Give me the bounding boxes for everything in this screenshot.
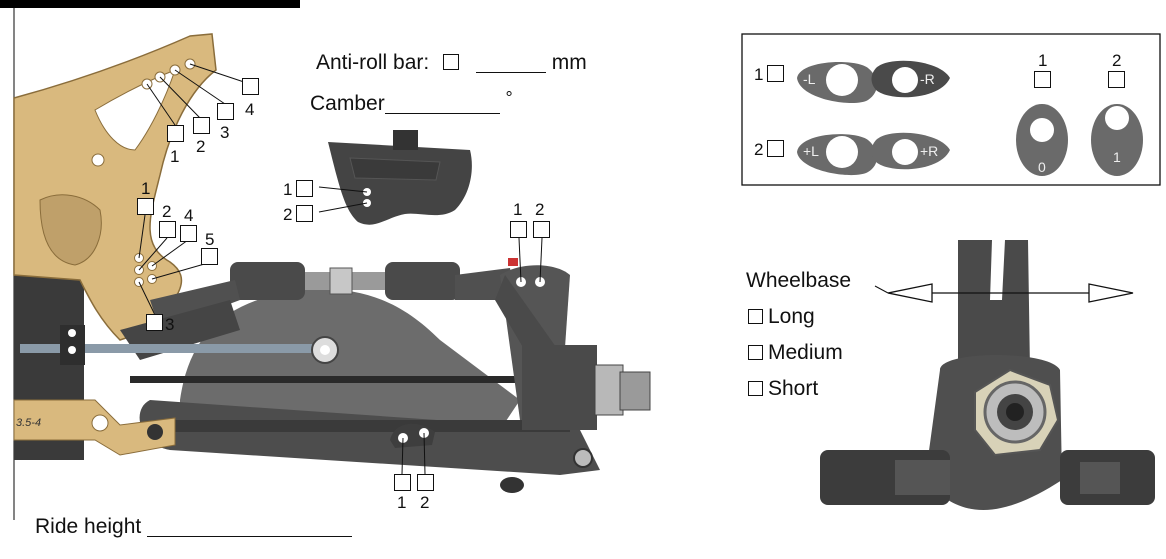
camber-input[interactable] (384, 93, 500, 114)
plate-marking: 3.5-4 (16, 417, 42, 429)
washer1-value: 0 (1038, 159, 1046, 175)
steering-rod (20, 344, 320, 353)
insert-shapes (797, 60, 1143, 176)
anti-roll-bar-checkbox[interactable] (443, 54, 460, 70)
tower-lower-checkbox-2[interactable] (159, 221, 176, 238)
wheelbase-option-long[interactable]: Long (748, 306, 815, 327)
anti-roll-bar-field: Anti-roll bar: mm (316, 52, 587, 73)
insert-row1-checkbox[interactable] (767, 65, 784, 82)
lower-rod (130, 376, 550, 383)
washer1-checkbox[interactable] (1034, 71, 1051, 88)
tower-upper-checkbox-4[interactable] (242, 78, 259, 95)
tower-lower-checkbox-4[interactable] (180, 225, 197, 242)
anti-roll-bar-label: Anti-roll bar: (316, 51, 430, 74)
hub-checkbox-2[interactable] (533, 221, 550, 238)
insert-row2-right: +R (920, 143, 939, 159)
tower-lower-checkbox-5[interactable] (201, 248, 218, 265)
tower-hole (91, 153, 105, 167)
hub-checkbox-1[interactable] (510, 221, 527, 238)
wheelbase-medium-checkbox[interactable] (748, 345, 763, 360)
bracket-label-2: 2 (283, 205, 293, 224)
wheelbase-long-checkbox[interactable] (748, 309, 763, 324)
bump-steer-bracket (318, 130, 472, 225)
camber-field: Camber ° (310, 89, 513, 114)
bracket-label-1: 1 (283, 180, 293, 199)
tower-cutout (94, 69, 176, 151)
washer1-option: 1 (1038, 51, 1048, 70)
ride-height-label: Ride height (35, 515, 142, 538)
tower-lower-label-4: 4 (184, 206, 194, 225)
insert-panel-frame (741, 33, 1161, 186)
insert-row2-checkbox[interactable] (767, 140, 784, 157)
rod-end (385, 262, 460, 300)
tower-upper-label-1: 1 (170, 147, 180, 166)
tower-upper-checkbox-1[interactable] (167, 125, 184, 142)
ride-height-input[interactable] (147, 516, 353, 537)
tower-lower-label-1: 1 (141, 179, 151, 198)
tower-upper-checkbox-2[interactable] (193, 117, 210, 134)
arm-checkbox-1[interactable] (394, 474, 411, 491)
tower-lower-checkbox-1[interactable] (137, 198, 154, 215)
tower-lower-checkbox-3[interactable] (146, 314, 163, 331)
bracket-checkbox-2[interactable] (296, 205, 313, 222)
tower-upper-label-3: 3 (220, 123, 230, 142)
brake-disc (180, 289, 520, 430)
wheelbase-option-medium[interactable]: Medium (748, 342, 843, 363)
rear-hub (820, 240, 1155, 510)
washer2-checkbox[interactable] (1108, 71, 1125, 88)
rod-end (230, 262, 305, 300)
tower-upper-checkbox-3[interactable] (217, 103, 234, 120)
tower-upper-label-4: 4 (245, 100, 255, 119)
wheelbase-short-checkbox[interactable] (748, 381, 763, 396)
washer2-value: 1 (1113, 149, 1121, 165)
wheelbase-label: Wheelbase (746, 269, 852, 292)
arm-label-1: 1 (397, 493, 407, 512)
bracket-checkbox-1[interactable] (296, 180, 313, 197)
wheelbase-option-short[interactable]: Short (748, 378, 818, 399)
insert-row1-left: -L (803, 71, 816, 87)
hub-label-2: 2 (535, 200, 545, 219)
anti-roll-bar-unit: mm (551, 51, 587, 74)
suspension-assembly (13, 33, 651, 493)
header-bar (0, 0, 300, 8)
hub-label-1: 1 (513, 200, 523, 219)
tower-lower-label-3: 3 (165, 315, 175, 334)
camber-unit: ° (505, 88, 513, 108)
ride-height-field: Ride height (35, 515, 353, 538)
tower-lower-label-2: 2 (162, 202, 172, 221)
insert-row1-right: -R (920, 71, 935, 87)
insert-row1-option: 1 (754, 65, 764, 84)
arm-label-2: 2 (420, 493, 430, 512)
washer2-option: 2 (1112, 51, 1122, 70)
insert-row2-left: +L (803, 143, 819, 159)
anti-roll-bar-input[interactable] (475, 52, 546, 73)
tower-lower-label-5: 5 (205, 230, 215, 249)
lower-arm (139, 400, 600, 475)
tower-cutout (39, 194, 102, 266)
insert-row2-option: 2 (754, 140, 764, 159)
camber-label: Camber (310, 92, 385, 115)
arm-checkbox-2[interactable] (417, 474, 434, 491)
wheelbase-arrow (874, 283, 1134, 303)
tower-upper-label-2: 2 (196, 137, 206, 156)
